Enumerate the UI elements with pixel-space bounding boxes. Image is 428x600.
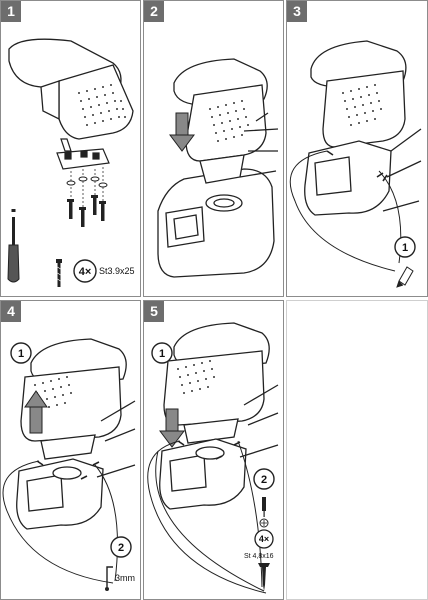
callout-label-top: 1 <box>18 348 24 360</box>
callout-label-top: 1 <box>159 348 165 360</box>
callout-label-bottom: 2 <box>118 542 124 554</box>
step-1-illustration: 4× St3.9x25 <box>7 38 135 287</box>
callout-badge-top <box>151 342 173 364</box>
step-1-badge: 1 <box>1 1 21 22</box>
washer-icon <box>259 518 269 528</box>
quantity-label: 4× <box>79 266 92 278</box>
screwdriver-icon <box>262 497 266 517</box>
step-2-illustration <box>157 58 279 278</box>
step-4-illustration: 1 2 3mm <box>2 338 136 591</box>
step-3-illustration: 1 <box>289 40 422 288</box>
pen-icon <box>396 266 414 288</box>
step-5-panel: 5 1 2 <box>143 300 284 600</box>
arrow-down-icon <box>169 112 195 152</box>
step-5-badge: 5 <box>144 301 164 322</box>
drill-icon <box>105 566 113 591</box>
step-2-badge: 2 <box>144 1 164 22</box>
quantity-badge <box>254 529 274 549</box>
screwdriver-icon <box>7 209 20 283</box>
step-4-panel: 4 1 2 <box>0 300 141 600</box>
step-3-badge: 3 <box>287 1 307 22</box>
screw-spec-label: St 4,8x16 <box>244 553 274 560</box>
callout-badge <box>394 236 416 258</box>
arrow-down-icon <box>159 408 185 448</box>
arrow-up-icon <box>24 390 48 434</box>
screw-icon <box>258 563 270 591</box>
step-1-panel: 1 <box>0 0 141 297</box>
step-4-badge: 4 <box>1 301 21 322</box>
screw-icon <box>56 259 62 287</box>
quantity-badge <box>73 259 97 283</box>
callout-badge-right <box>253 468 275 490</box>
drill-size-label: 3mm <box>115 573 135 583</box>
step-3-panel: 3 1 <box>286 0 428 297</box>
step-5-illustration: 1 2 4× St 4,8x16 <box>147 322 279 594</box>
quantity-label: 4× <box>259 534 269 544</box>
callout-label: 1 <box>402 242 408 254</box>
screw-spec-label: St3.9x25 <box>99 266 135 276</box>
callout-badge-bottom <box>110 536 132 558</box>
empty-panel <box>286 300 428 600</box>
callout-label-right: 2 <box>261 474 267 486</box>
step-2-panel: 2 <box>143 0 284 297</box>
callout-badge-top <box>10 342 32 364</box>
